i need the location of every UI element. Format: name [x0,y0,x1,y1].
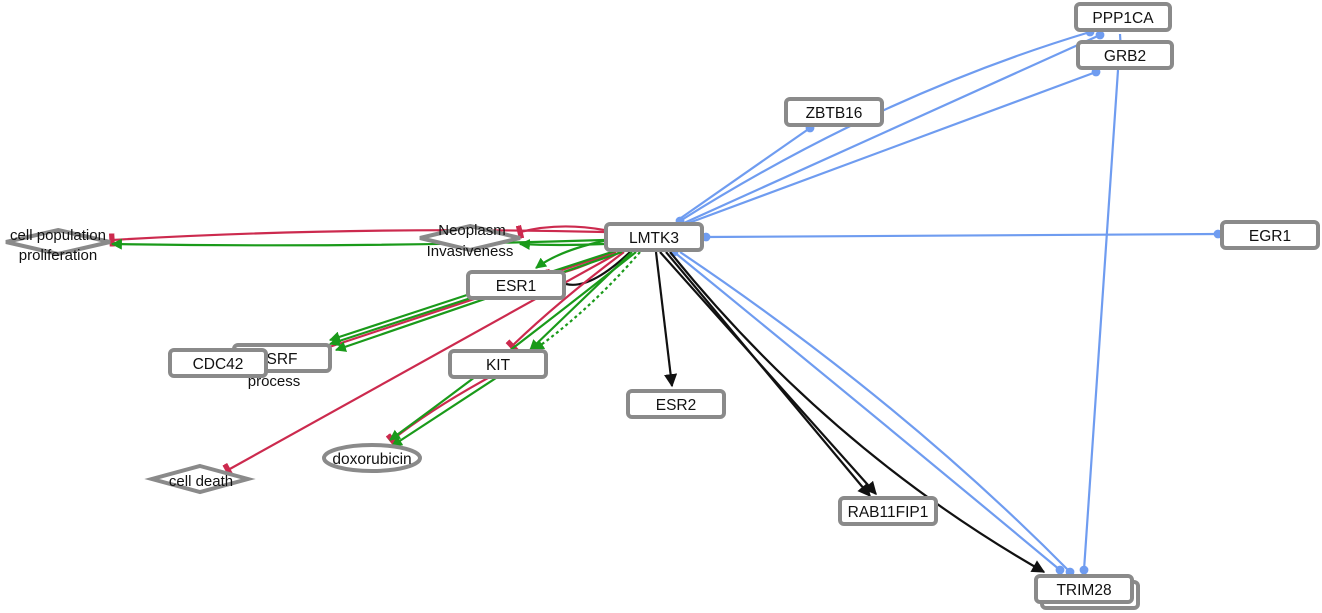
edge-lmtk3-cellpop-red [108,229,605,247]
edge-lmtk3-neoplasm-green [518,239,605,250]
edge-grb2-trim28 [1084,33,1124,570]
edge-lmtk3-esr1-green [535,238,609,269]
node-lmtk3-label: LMTK3 [629,230,679,247]
edge-lmtk3-rab11fip1-b [665,251,871,498]
edge-lmtk3-srf-green-b [334,250,623,352]
node-neoplasm-invasiveness[interactable]: Neoplasm Invasiveness [419,222,521,260]
edge-kit-doxorubicin-green [391,377,497,447]
edge-lmtk3-trim28-black [669,251,1046,573]
binding-edges [669,27,1223,577]
node-grb2[interactable]: GRB2 [1076,40,1174,70]
edge-lmtk3-esr1-black [565,251,631,286]
node-egr1[interactable]: EGR1 [1220,220,1320,250]
edge-lmtk3-ppp1ca [675,27,1095,226]
node-zbtb16[interactable]: ZBTB16 [784,97,884,127]
node-cdc42-label: CDC42 [193,356,244,373]
node-esr2[interactable]: ESR2 [626,389,726,419]
edge-lmtk3-neoplasm-red [515,224,605,240]
node-rab11fip1[interactable]: RAB11FIP1 [838,496,938,526]
edge-lmtk3-zbtb16 [677,123,815,221]
node-neoplasm-label-1: Neoplasm [438,222,506,239]
node-zbtb16-label: ZBTB16 [806,105,863,122]
edge-lmtk3-cellpop-green [110,238,605,250]
node-esr1-label: ESR1 [496,278,537,295]
edge-lmtk3-ppp1ca-2 [683,30,1105,225]
edge-esr1-srf-green [328,292,471,343]
edge-lmtk3-kit-red [505,251,625,353]
edge-lmtk3-grb2 [685,67,1101,226]
node-esr1[interactable]: ESR1 [466,270,566,300]
edge-kit-doxorubicin-red [385,377,489,447]
causation-edges [565,251,1046,573]
node-trim28[interactable]: TRIM28 [1034,574,1140,610]
node-trim28-label: TRIM28 [1056,582,1111,599]
node-ppp1ca-label: PPP1CA [1092,10,1154,27]
node-cell-death[interactable]: cell death [144,463,256,495]
node-cellpop-label-1: cell population [10,227,106,244]
node-neoplasm-label-2: Invasiveness [427,243,514,260]
node-doxorubicin[interactable]: doxorubicin [322,443,422,473]
node-egr1-label: EGR1 [1249,228,1291,245]
node-rab11fip1-label: RAB11FIP1 [848,504,929,521]
node-srf-label: SRF [267,351,298,368]
node-cell-death-label: cell death [169,473,233,490]
activation-edges [110,238,641,447]
node-doxorubicin-label: doxorubicin [332,451,411,468]
node-kit-label: KIT [486,357,511,374]
edge-lmtk3-trim28-a [669,247,1065,575]
node-cdc42[interactable]: CDC42 [168,348,268,378]
node-esr2-label: ESR2 [656,397,697,414]
node-cell-population-proliferation[interactable]: cell population proliferation [5,227,111,264]
edge-lmtk3-trim28-b [679,251,1075,577]
edge-lmtk3-kit-green-dotted [533,251,641,351]
node-cellpop-label-2: proliferation [19,247,97,264]
edge-lmtk3-esr2 [654,251,678,388]
node-ppp1ca[interactable]: PPP1CA [1074,2,1172,32]
node-kit[interactable]: KIT [448,349,548,379]
edge-lmtk3-egr1 [701,229,1223,242]
node-lmtk3[interactable]: LMTK3 [604,222,704,252]
node-grb2-label: GRB2 [1104,48,1146,65]
